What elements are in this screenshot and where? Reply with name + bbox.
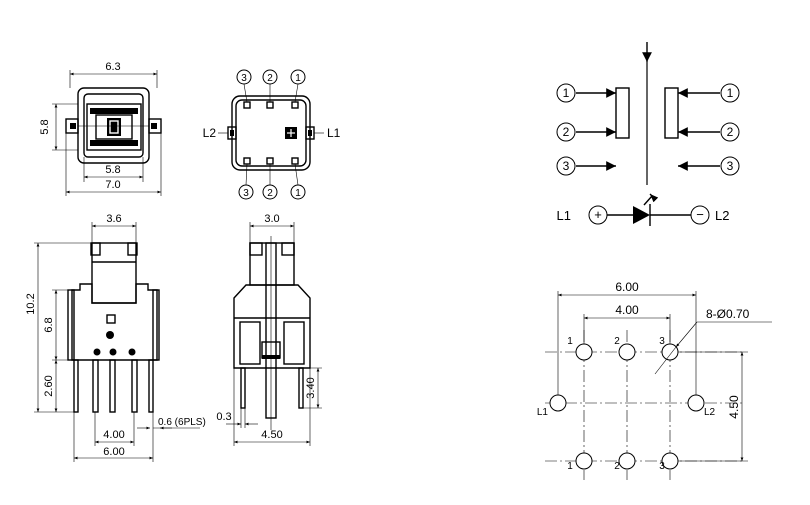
pcb-label-l2: L2: [704, 407, 716, 418]
sch-left-terminal-1: 1: [563, 86, 570, 100]
pcb-dim-4.50: 4.50: [727, 395, 741, 419]
top-view: 6.3 5.8 5.8 7.0: [39, 61, 162, 196]
pcb-dim-4.00: 4.00: [615, 303, 639, 317]
schematic: 1 2 3 1 2 3 + − L1 L2: [556, 42, 740, 226]
led-label-l1: L1: [557, 208, 571, 223]
front-view: 3.6 10.2 6.8 2.60 4.00 6.00 0.6 (6PLS): [25, 213, 206, 462]
pcb-hole-bottom-2: 2: [614, 461, 620, 472]
pin-label-top-3: 3: [241, 73, 247, 84]
dim-3.6: 3.6: [106, 213, 121, 225]
pcb-hole-bottom-1: 1: [567, 461, 573, 472]
pin-label-bottom-3: 3: [243, 188, 249, 199]
sch-left-terminal-2: 2: [563, 125, 570, 139]
pin-label-bottom-1: 1: [295, 188, 301, 199]
dim-5.8-left: 5.8: [39, 119, 51, 134]
pcb-dim-6.00: 6.00: [615, 280, 639, 294]
led-plus: +: [594, 207, 602, 222]
led-minus: −: [696, 207, 704, 222]
pin-view: 3 2 1 3 2 1 L2 L1: [203, 69, 341, 200]
dim-2.60: 2.60: [43, 375, 55, 396]
pcb-hole-bottom-3: 3: [659, 461, 665, 472]
dim-5.8-bottom: 5.8: [105, 164, 120, 176]
dim-7.0: 7.0: [105, 179, 120, 191]
pin-label-l1: L1: [327, 126, 341, 140]
dim-4.00-front: 4.00: [103, 429, 124, 441]
pcb-layout: 1 2 3 1 2 3 L1 L2 6.00 4.00 8-Ø0.70 4.50: [537, 280, 772, 480]
side-view: 3.0 3.40 0.3 4.50: [216, 213, 322, 446]
dim-0.3: 0.3: [216, 411, 231, 423]
sch-right-terminal-3: 3: [727, 159, 734, 173]
dim-3.40: 3.40: [305, 377, 317, 398]
dim-6.3: 6.3: [105, 61, 120, 73]
pcb-hole-note: 8-Ø0.70: [706, 307, 750, 321]
pcb-hole-top-1: 1: [567, 336, 573, 347]
dim-4.50-side: 4.50: [261, 429, 282, 441]
pcb-label-l1: L1: [537, 407, 549, 418]
sch-right-terminal-2: 2: [727, 125, 734, 139]
pcb-hole-top-3: 3: [659, 336, 665, 347]
pin-label-top-1: 1: [295, 73, 301, 84]
sch-right-terminal-1: 1: [727, 86, 734, 100]
note-0.6-6pls: 0.6 (6PLS): [158, 417, 206, 428]
led-label-l2: L2: [715, 208, 729, 223]
sch-left-terminal-3: 3: [563, 159, 570, 173]
pin-label-top-2: 2: [267, 73, 273, 84]
dim-6.00-front: 6.00: [103, 446, 124, 458]
dim-10.2: 10.2: [25, 293, 37, 314]
pcb-hole-top-2: 2: [614, 336, 620, 347]
dim-6.8: 6.8: [43, 317, 55, 332]
pin-label-l2: L2: [203, 126, 217, 140]
pin-label-bottom-2: 2: [267, 188, 273, 199]
dim-3.0: 3.0: [264, 213, 279, 225]
